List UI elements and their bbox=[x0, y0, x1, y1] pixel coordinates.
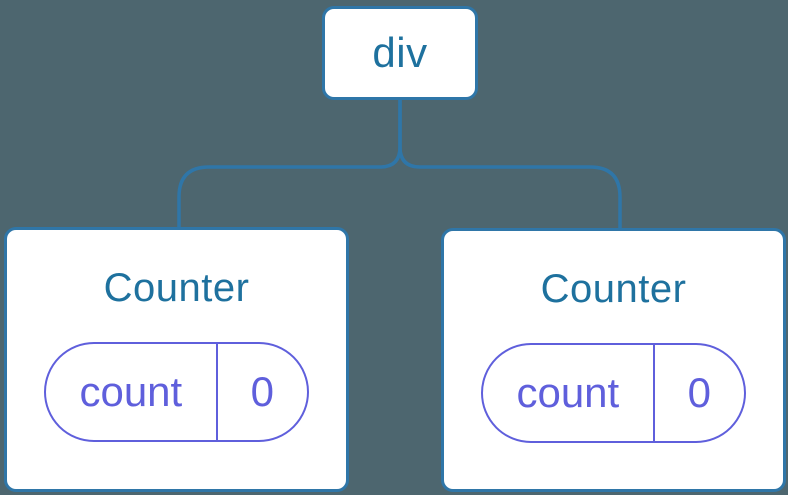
state-key-label: count bbox=[79, 368, 183, 415]
state-pill: count 0 bbox=[44, 342, 309, 442]
tree-node-counter-1: Counter count 0 bbox=[4, 227, 349, 492]
edge-to-left-child bbox=[177, 100, 402, 228]
state-key-label: count bbox=[516, 369, 620, 416]
state-value: 0 bbox=[652, 345, 744, 441]
counter-title: Counter bbox=[103, 266, 250, 310]
root-node-label: div bbox=[372, 29, 428, 76]
state-pill: count 0 bbox=[481, 343, 746, 443]
state-value: 0 bbox=[215, 344, 307, 440]
edge-to-right-child bbox=[398, 100, 622, 229]
counter-title: Counter bbox=[540, 267, 687, 311]
tree-node-counter-2: Counter count 0 bbox=[441, 228, 786, 492]
tree-node-div: div bbox=[322, 6, 478, 100]
